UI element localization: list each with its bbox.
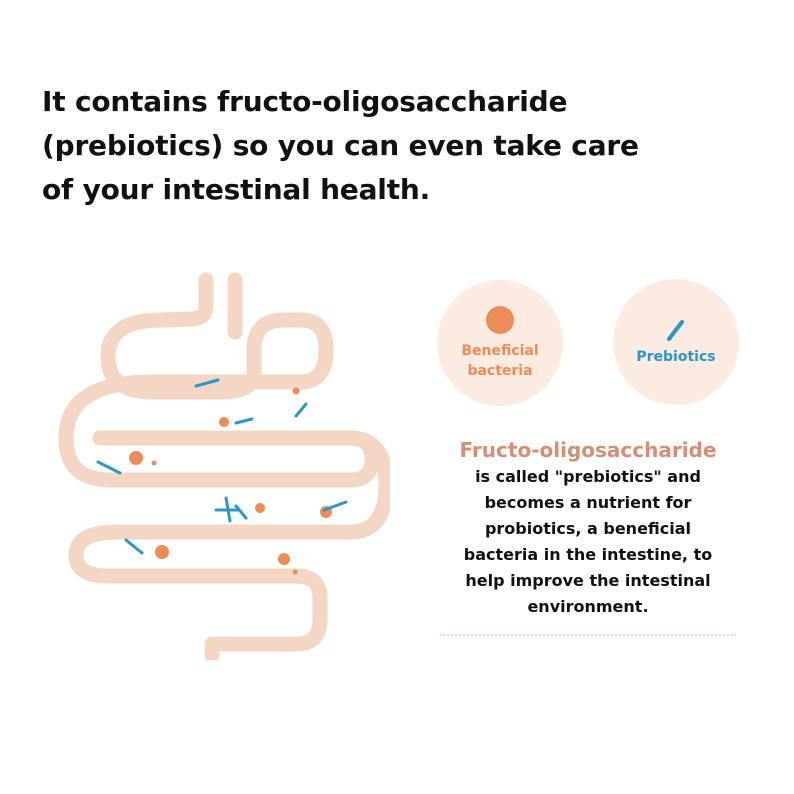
legend-prebiotics-label: Prebiotics (636, 349, 716, 365)
explanation-line: environment. (527, 597, 649, 616)
headline-keyword: fructo-oligosaccharide (217, 85, 568, 118)
explanation-line: probiotics, a beneficial (484, 519, 692, 538)
headline-line-3: of your intestinal health. (42, 173, 431, 206)
legend-prebiotics: Prebiotics (613, 279, 739, 405)
legend-bacteria-line-1: Beneficial (461, 342, 539, 359)
explanation-text: is called "prebiotics" and becomes a nut… (440, 464, 736, 620)
explanation-block: Fructo-oligosaccharide is called "prebio… (440, 438, 736, 620)
explanation-line: becomes a nutrient for (484, 493, 692, 512)
headline-line-2: (prebiotics) so you can even take care (42, 129, 639, 162)
prebiotic-sticks (96, 378, 348, 555)
headline-line-1: It contains fructo-oligosaccharide (42, 80, 762, 124)
explanation-title: Fructo-oligosaccharide (459, 438, 717, 462)
explanation-line: help improve the intestinal (465, 571, 711, 590)
legend-bacteria-line-2: bacteria (467, 362, 533, 379)
prebiotic-stick-icon (667, 320, 684, 341)
dotted-divider (440, 634, 736, 636)
explanation-line: is called "prebiotics" and (475, 467, 701, 486)
legend-beneficial-bacteria: Beneficial bacteria (437, 280, 563, 406)
headline: It contains fructo-oligosaccharide (preb… (42, 80, 762, 212)
bacteria-dots (129, 387, 332, 575)
headline-line-1-prefix: It contains (42, 85, 218, 118)
intestine-tube (58, 272, 390, 660)
bacteria-dot-icon (486, 305, 514, 334)
intestine-icon (58, 272, 390, 660)
explanation-line: bacteria in the intestine, to (463, 545, 713, 564)
